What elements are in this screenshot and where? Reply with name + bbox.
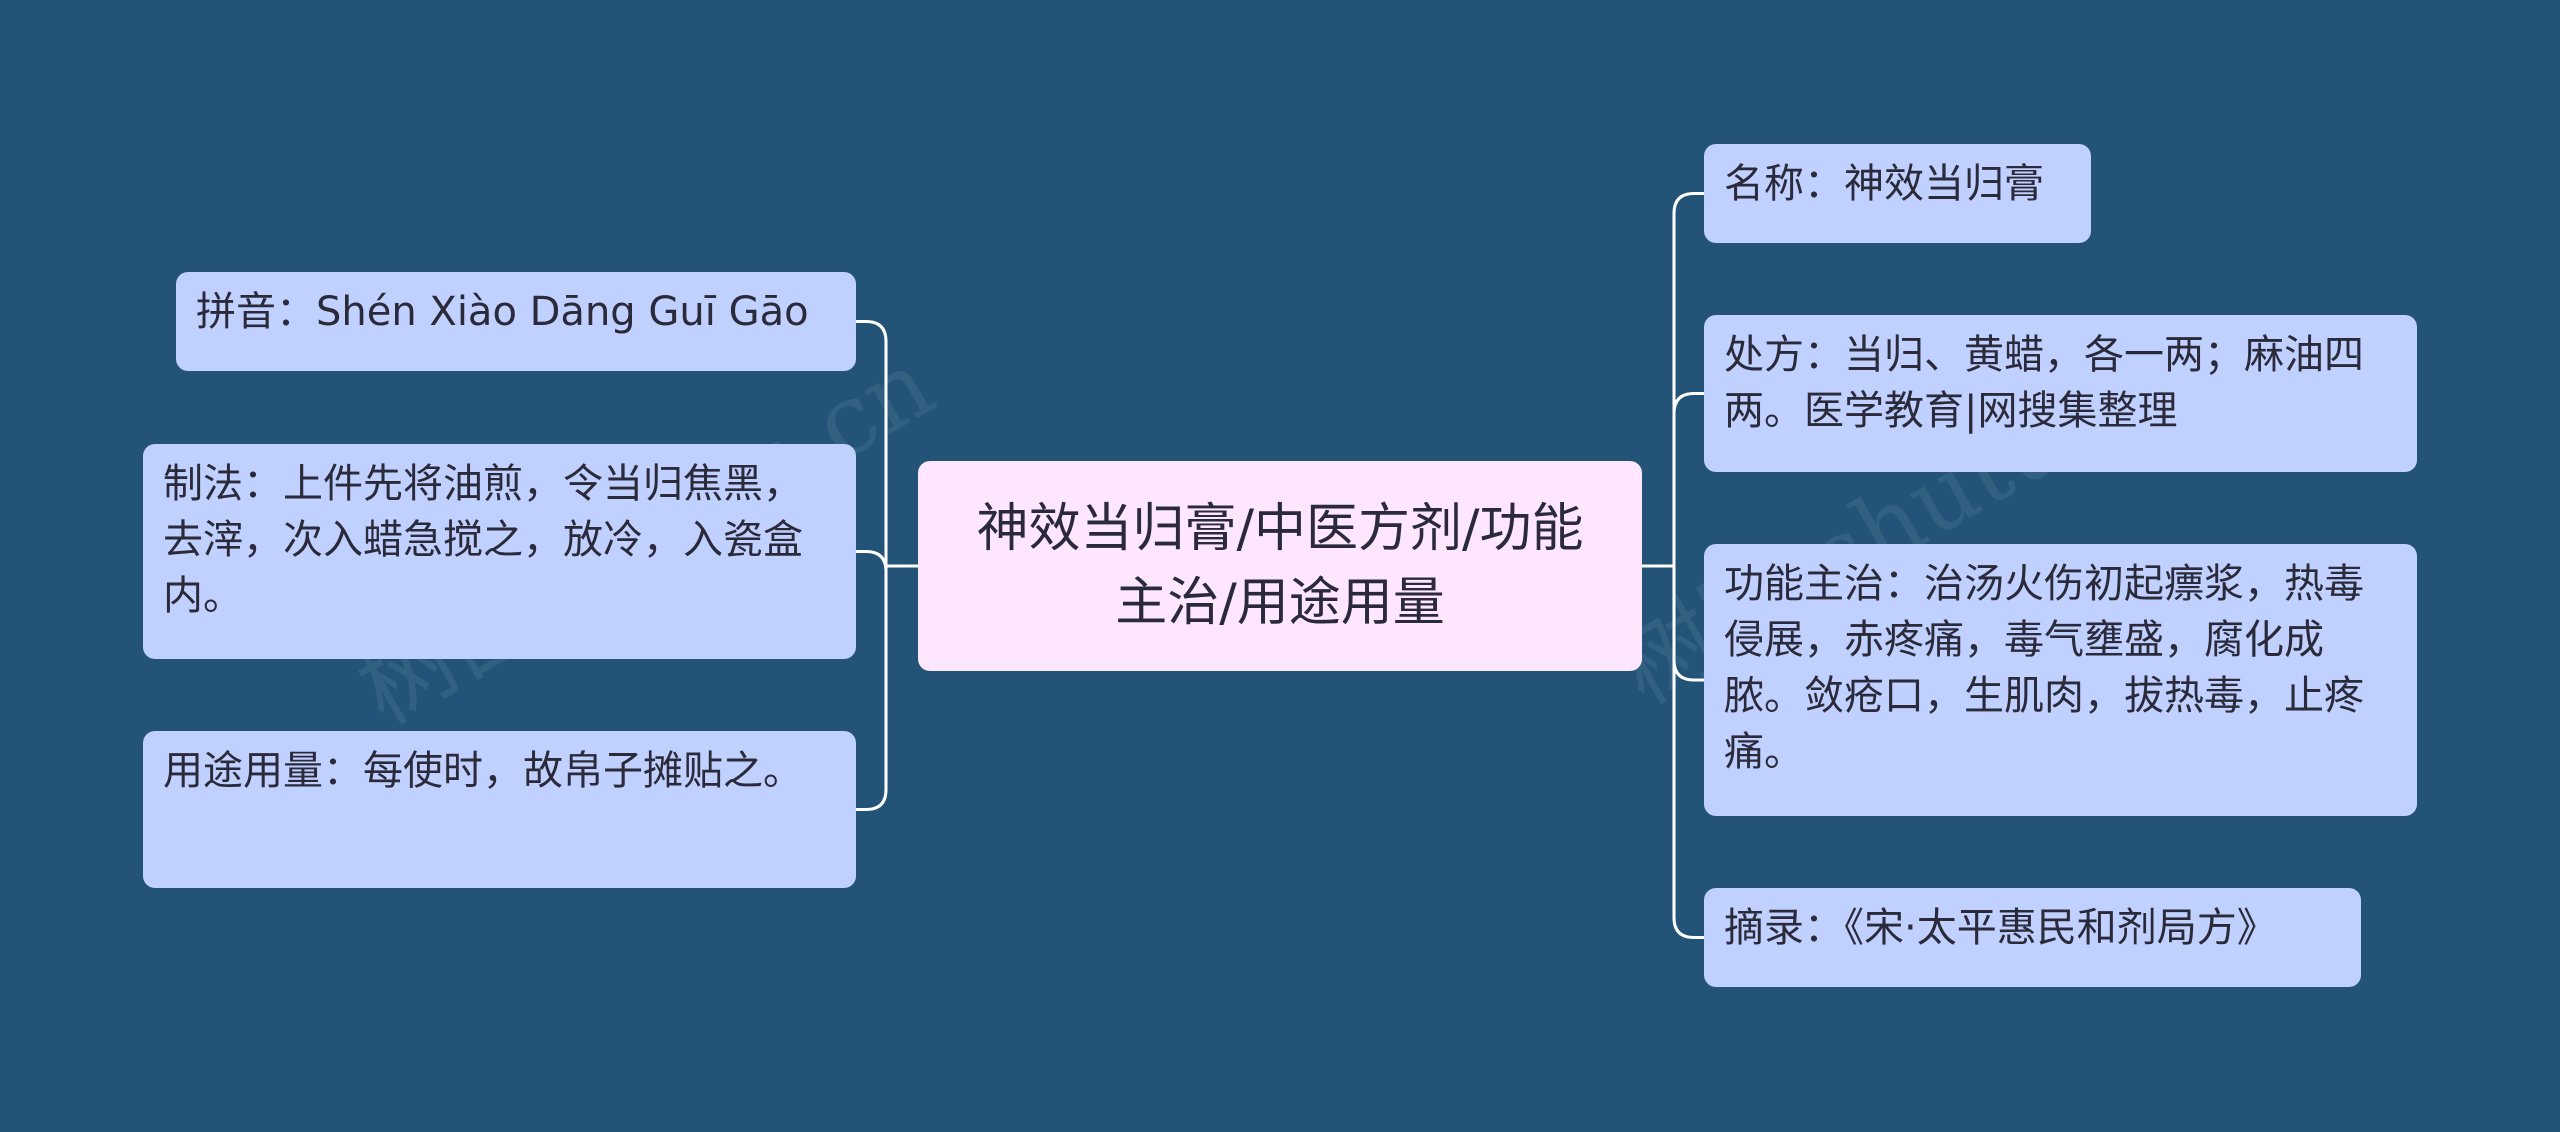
topic-name[interactable]: 名称：神效当归膏: [1704, 144, 2091, 243]
connector-left-2: [856, 566, 888, 811]
connector-left-0: [856, 320, 888, 566]
topic-indications-label: 功能主治：治汤火伤初起瘭浆，热毒侵展，赤疼痛，毒气壅盛，腐化成脓。敛疮口，生肌肉…: [1724, 561, 2364, 775]
topic-pinyin[interactable]: 拼音：Shén Xiào Dāng Guī Gāo: [176, 272, 856, 371]
topic-source-label: 摘录：《宋·太平惠民和剂局方》: [1724, 905, 2277, 951]
topic-preparation-method-label: 制法：上件先将油煎，令当归焦黑，去滓，次入蜡急搅之，放冷，入瓷盒内。: [163, 461, 803, 619]
central-topic[interactable]: 神效当归膏/中医方剂/功能主治/用途用量: [918, 461, 1642, 671]
connector-right-0: [1672, 192, 1704, 566]
topic-pinyin-label: 拼音：Shén Xiào Dāng Guī Gāo: [196, 289, 809, 335]
topic-indications[interactable]: 功能主治：治汤火伤初起瘭浆，热毒侵展，赤疼痛，毒气壅盛，腐化成脓。敛疮口，生肌肉…: [1704, 544, 2417, 816]
topic-source[interactable]: 摘录：《宋·太平惠民和剂局方》: [1704, 888, 2361, 987]
connector-left-1: [856, 550, 888, 572]
connector-right-1: [1672, 392, 1704, 566]
topic-usage-dosage[interactable]: 用途用量：每使时，故帛子摊贴之。: [143, 731, 856, 888]
central-topic-label: 神效当归膏/中医方剂/功能主治/用途用量: [976, 499, 1584, 633]
connector-right-3: [1672, 566, 1704, 939]
topic-prescription[interactable]: 处方：当归、黄蜡，各一两；麻油四两。医学教育|网搜集整理: [1704, 315, 2417, 472]
topic-name-label: 名称：神效当归膏: [1724, 161, 2044, 207]
topic-usage-dosage-label: 用途用量：每使时，故帛子摊贴之。: [163, 748, 803, 794]
topic-preparation-method[interactable]: 制法：上件先将油煎，令当归焦黑，去滓，次入蜡急搅之，放冷，入瓷盒内。: [143, 444, 856, 659]
topic-prescription-label: 处方：当归、黄蜡，各一两；麻油四两。医学教育|网搜集整理: [1724, 332, 2364, 434]
